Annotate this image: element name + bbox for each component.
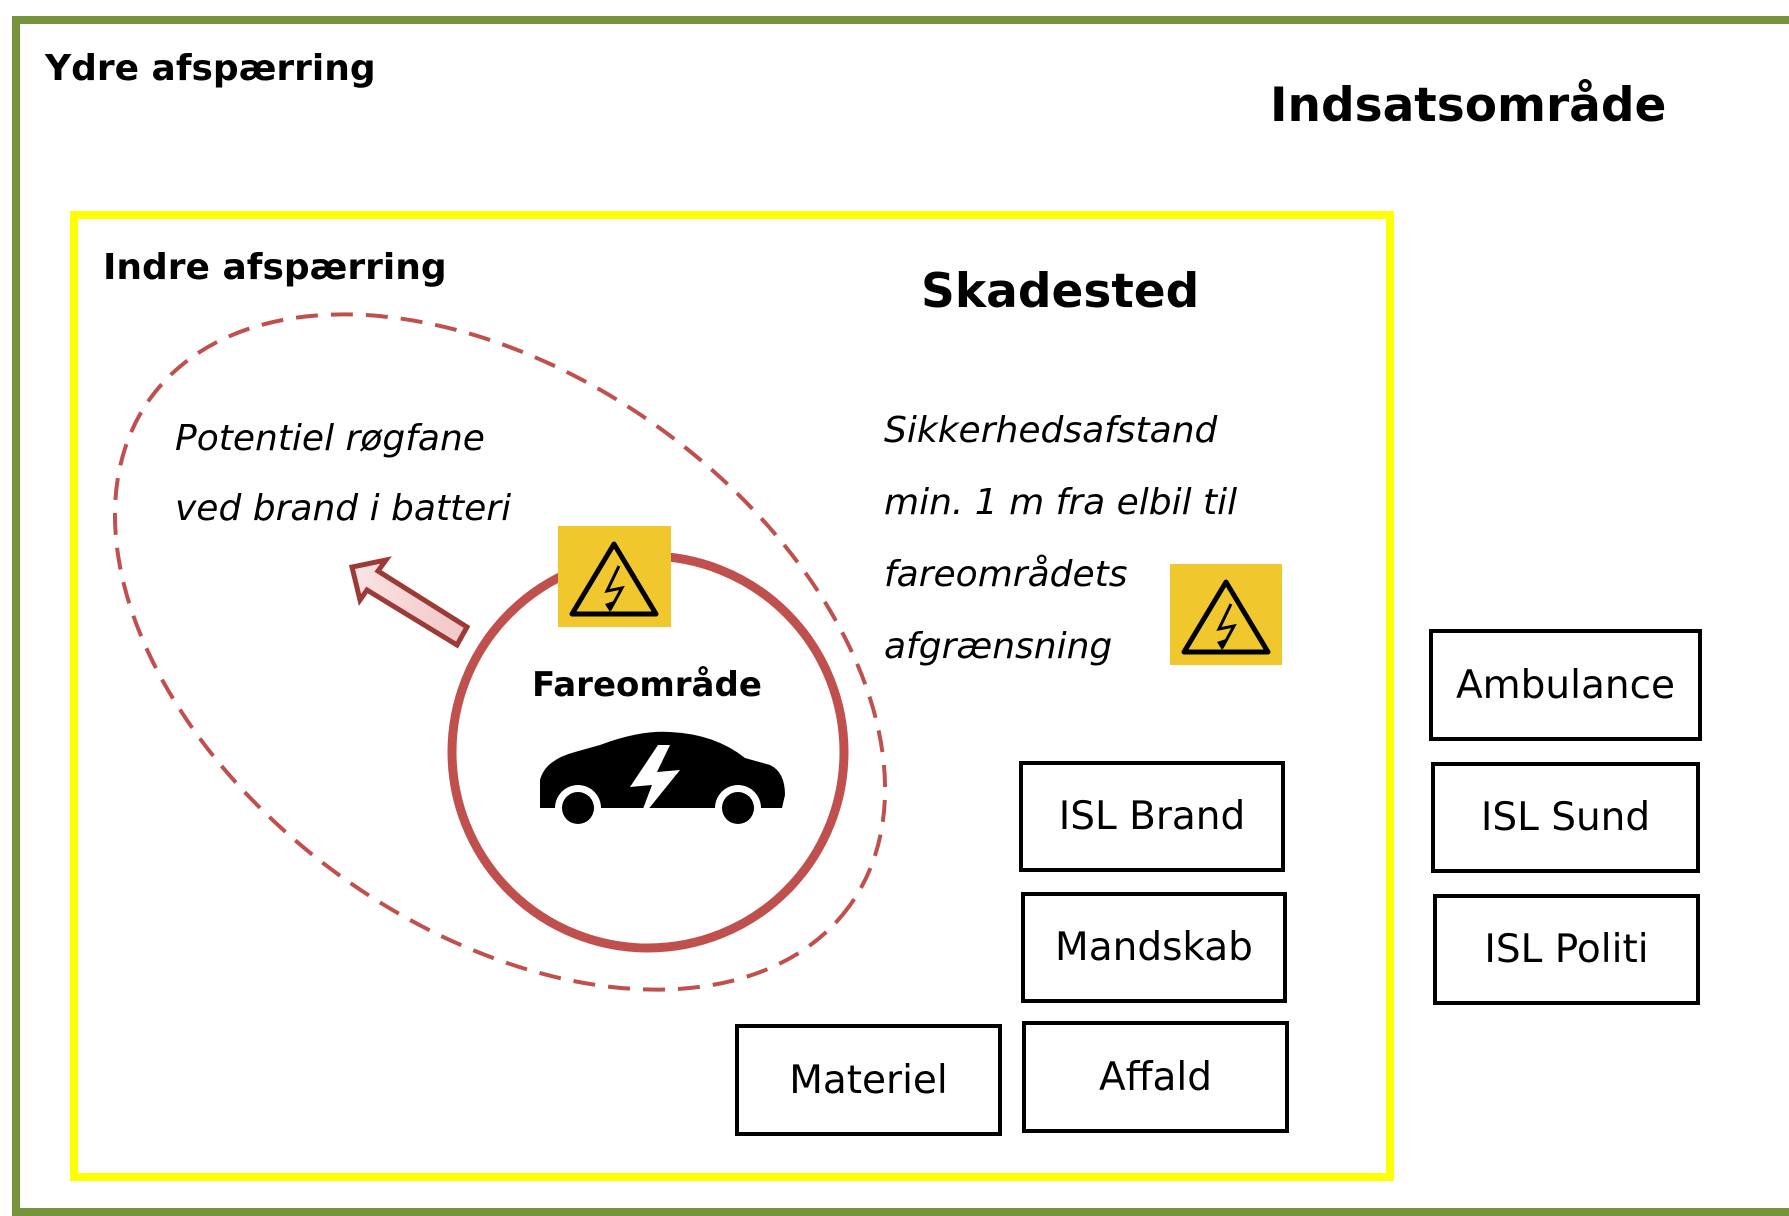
materiel-box: Materiel [735, 1024, 1002, 1136]
inner-zone-title: Skadested [921, 264, 1200, 319]
high-voltage-warning-icon [1170, 564, 1282, 665]
smoke-direction-arrow [348, 556, 471, 649]
smoke-note-line: Potentiel røgfane [175, 418, 485, 459]
safety-note-line: Sikkerhedsafstand [884, 410, 1218, 451]
inner-zone-label: Indre afspærring [103, 247, 447, 288]
electric-car-icon [540, 731, 785, 831]
smoke-note-line: ved brand i batteri [175, 488, 512, 529]
mandskab-box: Mandskab [1021, 892, 1287, 1003]
high-voltage-warning-icon [558, 526, 671, 627]
danger-zone-label: Fareområde [532, 665, 762, 705]
safety-note-line: fareområdets [884, 554, 1128, 595]
outer-zone-title: Indsatsområde [1270, 78, 1667, 133]
safety-note-line: min. 1 m fra elbil til [884, 482, 1238, 523]
isl-sund-box: ISL Sund [1431, 762, 1700, 873]
inner-cordon-zone [70, 211, 1394, 1181]
isl-politi-box: ISL Politi [1433, 894, 1700, 1005]
smoke-plume-ellipse [112, 312, 888, 992]
safety-note-line: afgrænsning [884, 626, 1113, 667]
affald-box: Affald [1022, 1021, 1289, 1133]
outer-zone-label: Ydre afspærring [45, 48, 376, 89]
isl-brand-box: ISL Brand [1019, 761, 1285, 872]
ambulance-box: Ambulance [1429, 629, 1702, 741]
